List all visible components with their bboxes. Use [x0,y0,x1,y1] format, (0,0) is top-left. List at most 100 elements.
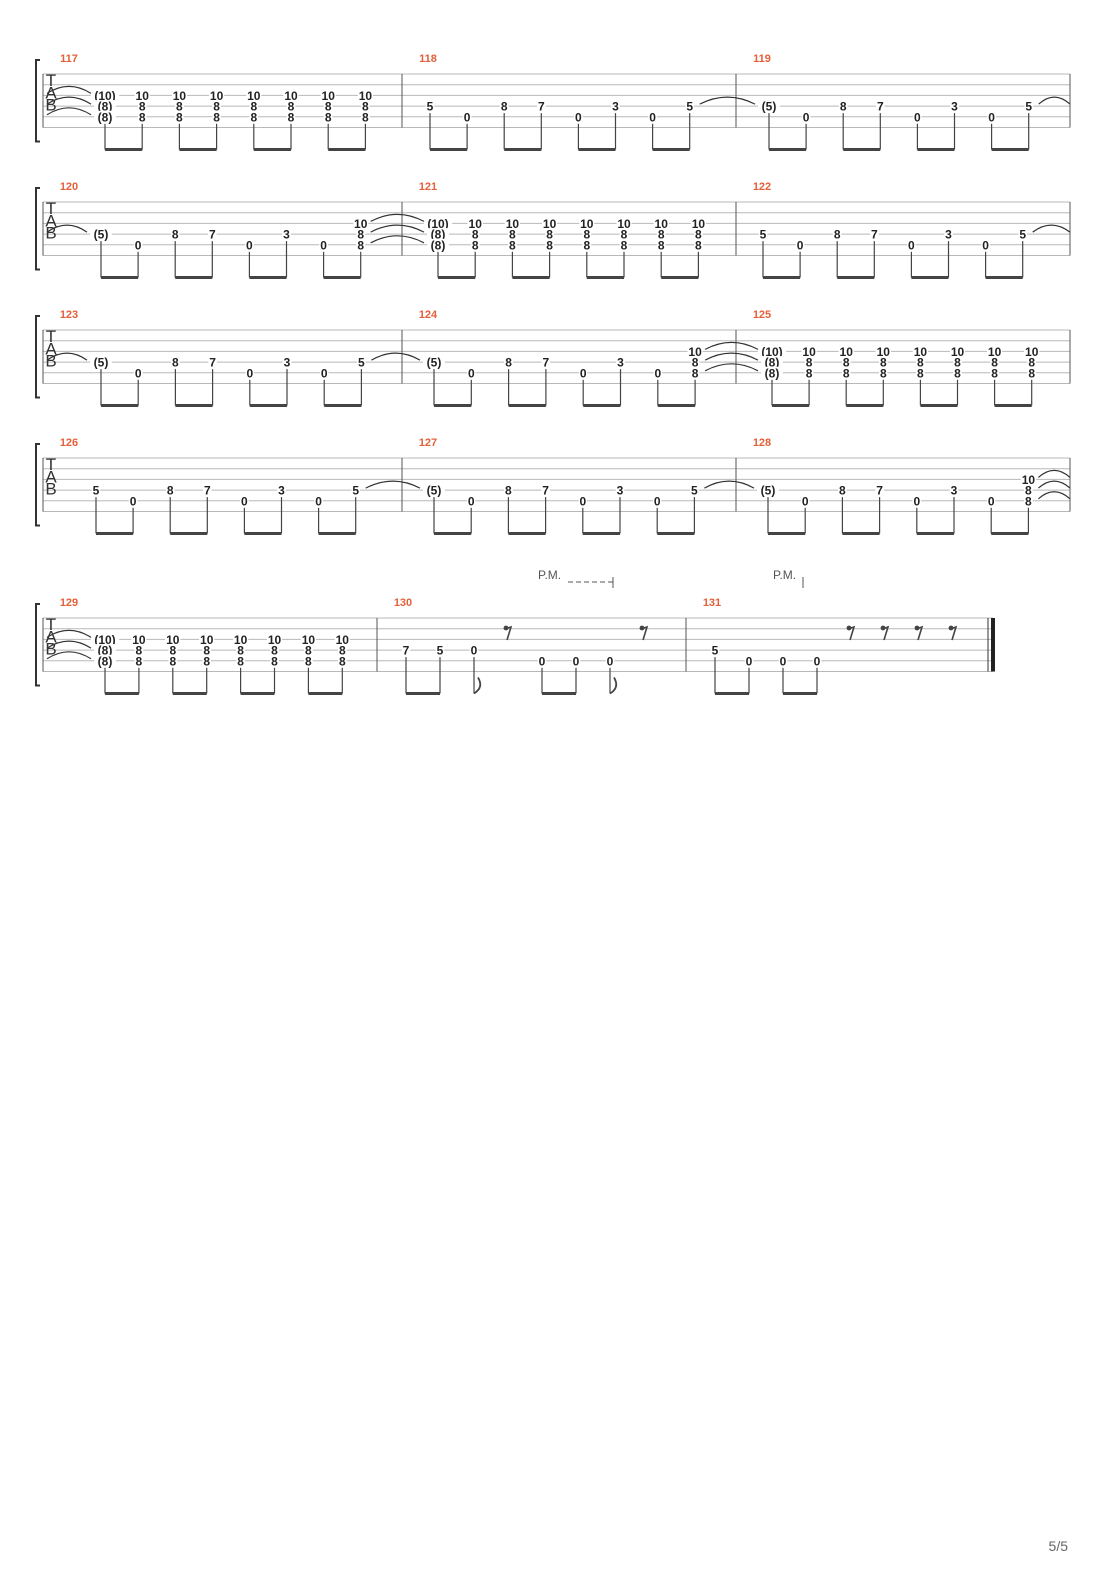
fret-bg [616,217,632,230]
fret-bg [656,238,666,251]
fret-bg [950,100,959,113]
fret-bg [357,89,373,102]
fret-bg [282,228,291,241]
fret-bg [353,217,369,230]
fret-number: 8 [250,110,257,124]
fret-number: 0 [130,494,137,508]
fret-number: 0 [468,366,475,380]
fret-number: 0 [746,654,753,668]
fret-number: 0 [575,110,582,124]
fret-number: 8 [501,100,508,114]
fret-bg [1024,484,1033,497]
fret-bg [690,217,706,230]
fret-bg [912,345,928,358]
fret-bg [361,100,370,113]
tab-clef-letter: A [45,211,57,230]
fret-bg [351,484,360,497]
fret-bg [838,100,848,113]
fret-bg [131,633,147,646]
fret-number: 8 [271,644,278,658]
fret-bg [508,238,517,251]
fret-number: 8 [325,110,332,124]
fret-bg [470,238,480,251]
fret-number: 10 [580,217,594,231]
fret-number: 5 [686,100,693,114]
fret-number: 0 [579,494,586,508]
fret-bg [90,633,120,646]
fret-bg [90,356,112,369]
fret-number: 3 [283,228,290,242]
fret-bg [1024,100,1033,113]
tie-arc [704,341,759,350]
fret-number: 0 [580,366,587,380]
fret-bg [653,366,663,379]
tab-clef-letter: T [46,71,56,90]
fret-bg [685,100,694,113]
eighth-rest [847,625,856,641]
fret-number: 10 [1022,473,1036,487]
fret-number: 10 [802,345,816,359]
fret-number: 8 [505,356,512,370]
fret-bg [423,356,445,369]
fret-number: 8 [362,100,369,114]
fret-number: 8 [834,228,841,242]
fret-number: 10 [136,89,150,103]
fret-number: 7 [542,484,549,498]
fret-number: 8 [1028,356,1035,370]
fret-bg [323,100,333,113]
tab-clef-letter: B [45,640,56,659]
fret-number: 10 [268,633,282,647]
fret-number: 10 [914,345,928,359]
fret-number: 10 [469,217,483,231]
fret-bg [270,644,279,657]
fret-bg [203,484,212,497]
fret-number: 8 [583,228,590,242]
fret-number: 0 [988,110,995,124]
fret-bg [462,110,472,123]
fret-bg [171,356,180,369]
tie-arc [699,96,756,105]
fret-bg [841,366,851,379]
measure-number: 124 [419,309,438,321]
fret-number: 0 [246,366,253,380]
fret-number: 8 [339,654,346,668]
tie-arc [46,85,92,94]
fret-number: 8 [136,644,143,658]
fret-bg [233,633,249,646]
fret-number: (10) [94,633,115,647]
fret-number: 7 [403,644,410,658]
fret-number: 8 [203,654,210,668]
fret-bg [812,654,822,667]
fret-number: 7 [538,100,545,114]
tab-clef-letter: A [45,627,57,646]
fret-number: 0 [802,494,809,508]
fret-bg [249,110,259,123]
fret-bg [361,110,370,123]
tie-arc [370,224,425,233]
tab-clef-letter: B [45,96,56,115]
fret-bg [944,228,953,241]
fret-bg [987,110,996,123]
fret-number: 8 [237,654,244,668]
fret-bg [165,633,181,646]
tie-arc [1038,480,1071,489]
fret-number: 3 [945,228,952,242]
fret-bg [133,366,143,379]
fret-number: 0 [539,654,546,668]
measure-number: 125 [753,309,771,321]
fret-number: 10 [655,217,669,231]
fret-bg [574,110,583,123]
fret-bg [356,228,365,241]
fret-bg [537,654,547,667]
fret-bg [687,345,703,358]
fret-bg [949,484,959,497]
fret-number: 0 [471,644,478,658]
fret-number: 8 [509,228,516,242]
fret-bg [1024,494,1033,507]
tab-system: TAB117(10)(8)(8)108810881088108810881088… [35,53,1071,151]
fret-number: 10 [988,345,1002,359]
fret-bg [357,356,366,369]
fret-number: 8 [305,654,312,668]
fret-bg [246,89,262,102]
